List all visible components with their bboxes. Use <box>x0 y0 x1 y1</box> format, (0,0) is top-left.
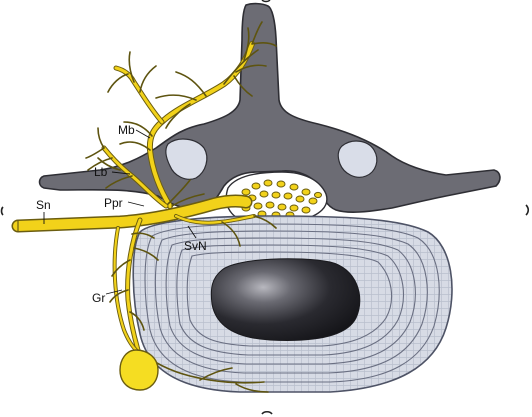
label-ppr: Ppr <box>104 196 123 210</box>
edge-mark-left <box>0 206 4 216</box>
sympathetic-ganglion <box>119 349 159 391</box>
left-facet-joint <box>165 138 208 180</box>
label-sn: Sn <box>36 198 51 212</box>
nerve-twigs <box>85 21 277 393</box>
right-facet-joint <box>337 140 378 178</box>
nucleus-pulposus <box>210 258 361 341</box>
edge-mark-bottom <box>261 410 273 415</box>
intervertebral-disc <box>132 215 453 393</box>
vertebra <box>38 2 501 223</box>
edge-mark-right <box>525 204 530 216</box>
edge-mark-top <box>261 0 271 3</box>
label-group: Mb Lb Sn Ppr SvN Gr <box>36 123 207 305</box>
nerves <box>11 41 256 353</box>
label-svn: SvN <box>184 239 207 253</box>
label-mb: Mb <box>118 123 135 137</box>
vertebral-arch <box>38 2 501 213</box>
label-gr: Gr <box>92 291 105 305</box>
label-lb: Lb <box>94 165 108 179</box>
